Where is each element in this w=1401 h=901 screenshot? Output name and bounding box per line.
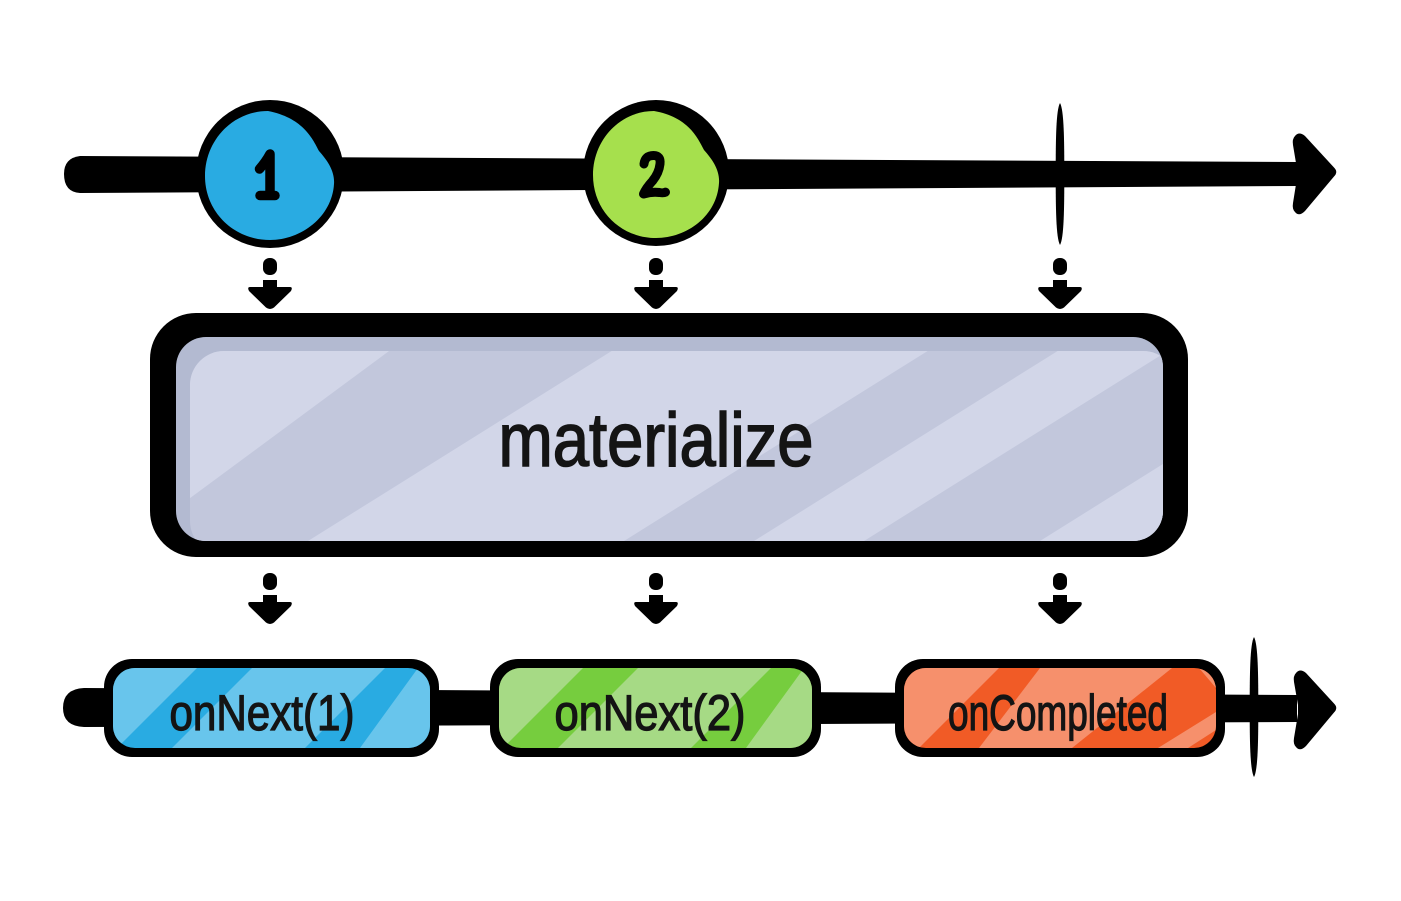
svg-text:onNext(1): onNext(1)	[170, 685, 355, 741]
svg-text:materialize: materialize	[499, 398, 814, 483]
svg-text:onCompleted: onCompleted	[948, 685, 1168, 741]
svg-text:onNext(2): onNext(2)	[555, 685, 746, 741]
